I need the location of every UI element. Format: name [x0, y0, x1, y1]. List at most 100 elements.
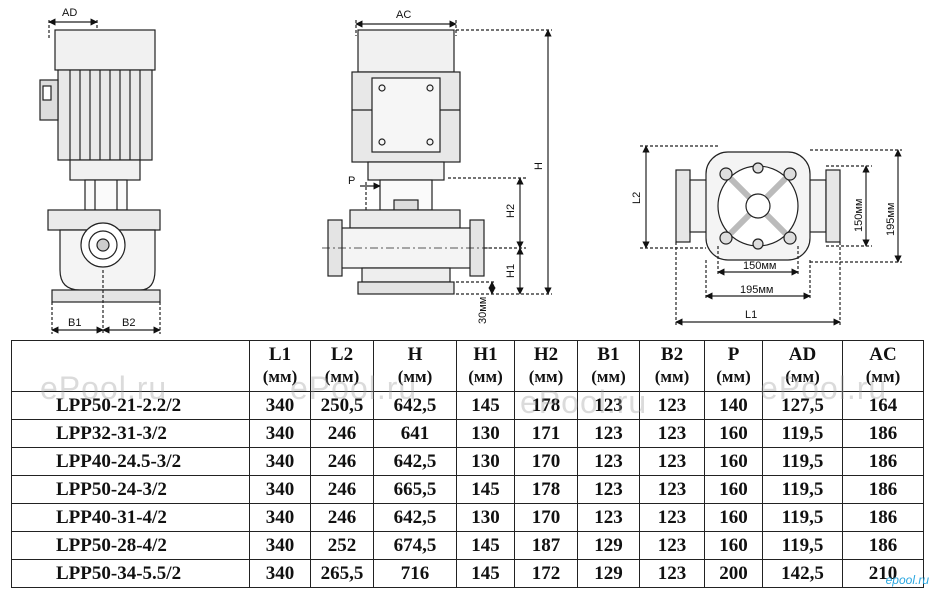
top-view: [640, 145, 902, 326]
side-view: [322, 20, 552, 295]
value-cell: 642,5: [373, 447, 457, 476]
value-cell: 123: [639, 475, 705, 504]
header-cell-l2: L2 (мм): [310, 340, 374, 392]
value-cell: 246: [310, 475, 374, 504]
header-cell-l1: L1 (мм): [249, 340, 311, 392]
value-cell: 246: [310, 419, 374, 448]
value-cell: 123: [639, 447, 705, 476]
table-header-row: L1(мм)L2(мм)H(мм)H1(мм)H2(мм)B1(мм)B2(мм…: [11, 340, 924, 392]
value-cell: 160: [704, 447, 763, 476]
value-cell: 340: [249, 475, 311, 504]
model-name-cell: LPP40-24.5-3/2: [11, 447, 250, 476]
value-cell: 145: [456, 531, 515, 560]
header-cell-p: P(мм): [704, 340, 763, 392]
header-label: L1: [268, 344, 292, 365]
value-cell: 178: [514, 475, 578, 504]
value-cell: 123: [577, 419, 640, 448]
value-cell: 130: [456, 447, 515, 476]
value-cell: 674,5: [373, 531, 457, 560]
header-unit: (мм): [324, 367, 360, 386]
value-cell: 186: [842, 503, 924, 532]
value-cell: 160: [704, 503, 763, 532]
value-cell: 340: [249, 559, 311, 588]
value-cell: 142,5: [762, 559, 843, 588]
header-model-cell: [11, 340, 250, 392]
value-cell: 123: [577, 475, 640, 504]
value-cell: 340: [249, 419, 311, 448]
header-cell-b2: B2 (мм): [639, 340, 705, 392]
value-cell: 186: [842, 531, 924, 560]
header-label: L2: [330, 344, 354, 365]
dim-195-vertical-label: 195мм: [885, 203, 897, 236]
value-cell: 119,5: [762, 419, 843, 448]
header-unit: (мм): [262, 367, 298, 386]
p-dimension-label: P: [348, 175, 355, 187]
value-cell: 129: [577, 559, 640, 588]
value-cell: 246: [310, 503, 374, 532]
header-label: H2: [533, 344, 559, 365]
value-cell: 160: [704, 531, 763, 560]
value-cell: 340: [249, 503, 311, 532]
front-view: [39, 18, 161, 334]
value-cell: 187: [514, 531, 578, 560]
value-cell: 130: [456, 503, 515, 532]
header-label: P: [727, 344, 740, 365]
model-name-cell: LPP50-21-2.2/2: [11, 391, 250, 420]
ad-dimension-label: AD: [62, 7, 77, 19]
value-cell: 160: [704, 419, 763, 448]
value-cell: 145: [456, 559, 515, 588]
value-cell: 129: [577, 531, 640, 560]
header-cell-h2: H2 (мм): [514, 340, 578, 392]
thirty-mm-dimension-label: 30мм: [477, 297, 489, 324]
value-cell: 340: [249, 391, 311, 420]
header-unit: (мм): [468, 367, 503, 386]
model-name-cell: LPP50-28-4/2: [11, 531, 250, 560]
value-cell: 127,5: [762, 391, 843, 420]
value-cell: 123: [639, 391, 705, 420]
header-unit: (мм): [528, 367, 564, 386]
model-name-cell: LPP32-31-3/2: [11, 419, 250, 448]
model-name-cell: LPP50-24-3/2: [11, 475, 250, 504]
value-cell: 123: [639, 559, 705, 588]
value-cell: 252: [310, 531, 374, 560]
l1-dimension-label: L1: [745, 309, 757, 321]
header-cell-b1: B1 (мм): [577, 340, 640, 392]
value-cell: 716: [373, 559, 457, 588]
value-cell: 171: [514, 419, 578, 448]
value-cell: 119,5: [762, 531, 843, 560]
header-label: B2: [660, 344, 684, 365]
value-cell: 170: [514, 447, 578, 476]
header-cell-h1: H1(мм): [456, 340, 515, 392]
value-cell: 642,5: [373, 503, 457, 532]
value-cell: 250,5: [310, 391, 374, 420]
h1-dimension-label: H1: [505, 264, 517, 278]
value-cell: 642,5: [373, 391, 457, 420]
value-cell: 340: [249, 447, 311, 476]
value-cell: 140: [704, 391, 763, 420]
value-cell: 641: [373, 419, 457, 448]
model-name-cell: LPP40-31-4/2: [11, 503, 250, 532]
value-cell: 186: [842, 447, 924, 476]
header-unit: (мм): [591, 367, 626, 386]
value-cell: 340: [249, 531, 311, 560]
header-unit: (мм): [654, 367, 690, 386]
header-label: AC: [869, 344, 897, 365]
pump-dimensions-table: L1(мм)L2(мм)H(мм)H1(мм)H2(мм)B1(мм)B2(мм…: [11, 340, 924, 588]
value-cell: 246: [310, 447, 374, 476]
header-cell-ac: AC (мм): [842, 340, 924, 392]
header-label: AD: [788, 344, 817, 365]
header-unit: (мм): [865, 367, 901, 386]
value-cell: 210: [842, 559, 924, 588]
value-cell: 145: [456, 391, 515, 420]
value-cell: 164: [842, 391, 924, 420]
value-cell: 665,5: [373, 475, 457, 504]
b2-dimension-label: B2: [122, 317, 135, 329]
header-unit: (мм): [785, 367, 820, 386]
value-cell: 123: [639, 503, 705, 532]
header-label: B1: [597, 344, 620, 365]
dim-195-horizontal-label: 195мм: [740, 284, 773, 296]
